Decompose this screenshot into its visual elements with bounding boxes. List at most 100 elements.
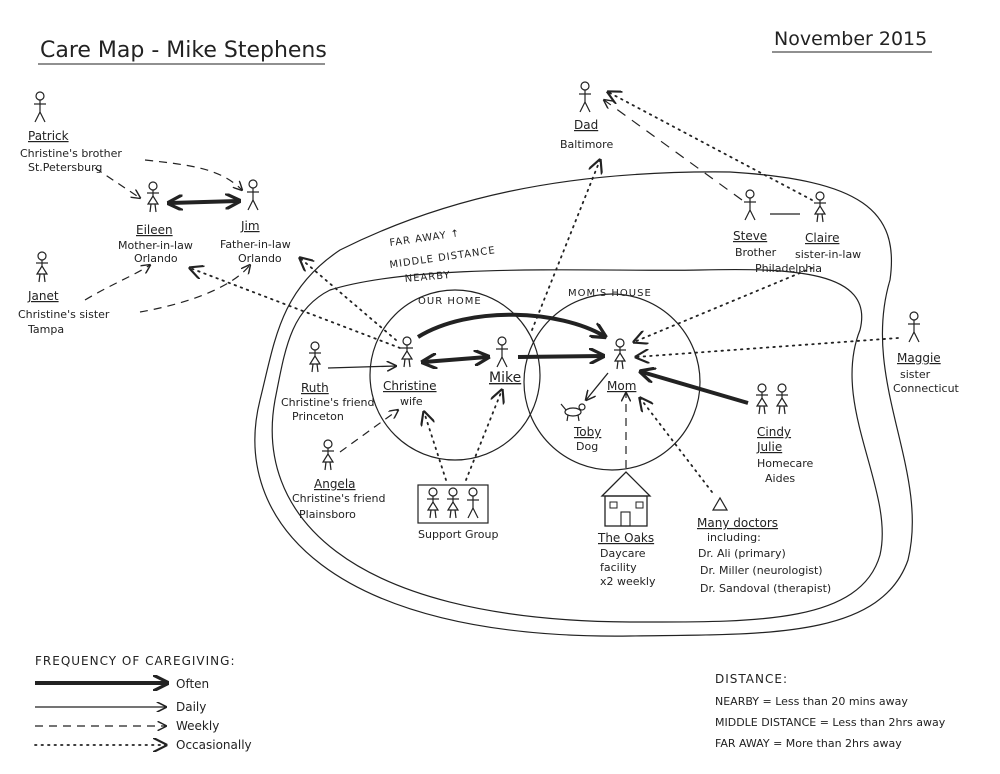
distance-middle: MIDDLE DISTANCE = Less than 2hrs away	[715, 716, 946, 729]
janet-location: Tampa	[27, 323, 64, 336]
christine-desc: wife	[400, 395, 423, 408]
arrow-christine-jim-occasional	[300, 258, 397, 341]
arrow-janet-jim-weekly	[139, 265, 250, 313]
legend-weekly-label: Weekly	[176, 719, 219, 733]
arrow-maggie-mom-occasional	[636, 337, 899, 357]
christine-name: Christine	[383, 379, 437, 393]
moms-house-circle	[523, 293, 701, 471]
distance-far: FAR AWAY = More than 2hrs away	[715, 737, 902, 750]
patrick-name: Patrick	[28, 129, 69, 143]
angela-desc: Christine's friend	[292, 492, 386, 505]
eileen-figure	[146, 181, 160, 213]
patrick-figure	[33, 91, 47, 123]
nearby-boundary	[271, 268, 883, 623]
arrow-ruth-christine-daily	[327, 366, 396, 368]
doctors-desc2: Dr. Ali (primary)	[698, 547, 786, 560]
julie-name: Julie	[756, 440, 782, 454]
mom-name: Mom	[607, 379, 636, 393]
maggie-location: Connecticut	[893, 382, 960, 395]
oaks-desc1: Daycare	[600, 547, 646, 560]
mike-name: Mike	[489, 370, 521, 386]
oaks-name: The Oaks	[597, 531, 654, 545]
arrow-mom-toby-daily	[586, 372, 609, 400]
our-home-label: OUR HOME	[418, 296, 482, 307]
doctors-desc4: Dr. Sandoval (therapist)	[700, 582, 831, 595]
maggie-name: Maggie	[897, 351, 941, 365]
jim-name: Jim	[240, 219, 260, 233]
arrow-mike-mom-often	[517, 356, 602, 357]
maggie-figure	[907, 311, 921, 343]
cindy-figure	[755, 383, 769, 415]
zone-far-away-label: FAR AWAY ↑	[389, 228, 461, 249]
moms-house-label: MOM'S HOUSE	[568, 288, 652, 299]
julie-desc2: Aides	[765, 472, 795, 485]
mom-figure	[613, 338, 627, 370]
support-figure-2	[446, 487, 460, 519]
support-group-label: Support Group	[418, 528, 498, 541]
support-figure-3	[466, 487, 480, 519]
support-group-box	[417, 484, 489, 524]
angela-location: Plainsboro	[299, 508, 356, 521]
eileen-location: Orlando	[134, 252, 178, 265]
toby-name: Toby	[573, 425, 601, 439]
arrow-mom-dad-occasional	[531, 160, 600, 331]
steve-desc: Brother	[735, 246, 777, 259]
janet-name: Janet	[27, 289, 59, 303]
ruth-desc: Christine's friend	[281, 396, 375, 409]
arrow-angela-christine-weekly	[339, 410, 398, 453]
legend-heading: FREQUENCY OF CAREGIVING:	[35, 654, 236, 668]
steve-figure	[743, 189, 757, 221]
claire-desc: sister-in-law	[795, 248, 861, 261]
dad-figure	[578, 81, 592, 113]
doctors-triangle-icon	[711, 496, 729, 511]
zone-nearby-label: NEARBY	[404, 270, 451, 285]
arrow-eileen-jim-often	[170, 201, 238, 203]
arrow-christine-mike-often	[424, 357, 487, 362]
julie-figure	[775, 383, 789, 415]
zone-middle-label: MIDDLE DISTANCE	[389, 245, 496, 271]
arrow-christine-eileen-occasional	[190, 268, 401, 349]
doctors-name: Many doctors	[697, 516, 778, 530]
ruth-location: Princeton	[292, 410, 344, 423]
patrick-desc: Christine's brother	[20, 147, 122, 160]
janet-figure	[35, 251, 49, 283]
angela-name: Angela	[314, 477, 356, 491]
claire-figure	[813, 191, 827, 223]
eileen-name: Eileen	[136, 223, 173, 237]
our-home-circle	[369, 289, 541, 461]
legend-daily-label: Daily	[176, 700, 206, 714]
map-date: November 2015	[774, 28, 927, 50]
arrow-patrick-eileen-weekly	[94, 167, 140, 198]
arrow-christine-mom-often	[416, 312, 604, 337]
ruth-name: Ruth	[301, 381, 329, 395]
christine-figure	[400, 336, 414, 368]
cindy-name: Cindy	[757, 425, 791, 439]
arrow-support-christine-occasional	[424, 412, 447, 481]
oaks-desc3: x2 weekly	[600, 575, 656, 588]
legend-occasional-label: Occasionally	[176, 738, 252, 752]
steve-name: Steve	[733, 229, 767, 243]
support-figure-1	[426, 487, 440, 519]
arrow-aides-mom-often	[642, 372, 749, 405]
arrow-claire-dad-occasional	[608, 92, 813, 201]
legend-often-label: Often	[176, 677, 209, 691]
maggie-desc: sister	[900, 368, 931, 381]
eileen-desc: Mother-in-law	[118, 239, 193, 252]
jim-figure	[246, 179, 260, 211]
arrow-janet-eileen-weekly	[84, 265, 150, 301]
doctors-desc1: including:	[707, 531, 761, 544]
map-title: Care Map - Mike Stephens	[40, 38, 327, 63]
janet-desc: Christine's sister	[18, 308, 110, 321]
arrow-steve-dad-weekly	[604, 100, 743, 201]
house-icon	[600, 471, 652, 527]
doctors-desc3: Dr. Miller (neurologist)	[700, 564, 823, 577]
julie-desc1: Homecare	[757, 457, 814, 470]
jim-location: Orlando	[238, 252, 282, 265]
ruth-figure	[308, 341, 322, 373]
arrow-patrick-jim-weekly	[144, 159, 242, 190]
toby-dog-icon	[560, 403, 586, 422]
distance-heading: DISTANCE:	[715, 672, 788, 686]
arrow-claire-mom-occasional	[634, 267, 813, 342]
